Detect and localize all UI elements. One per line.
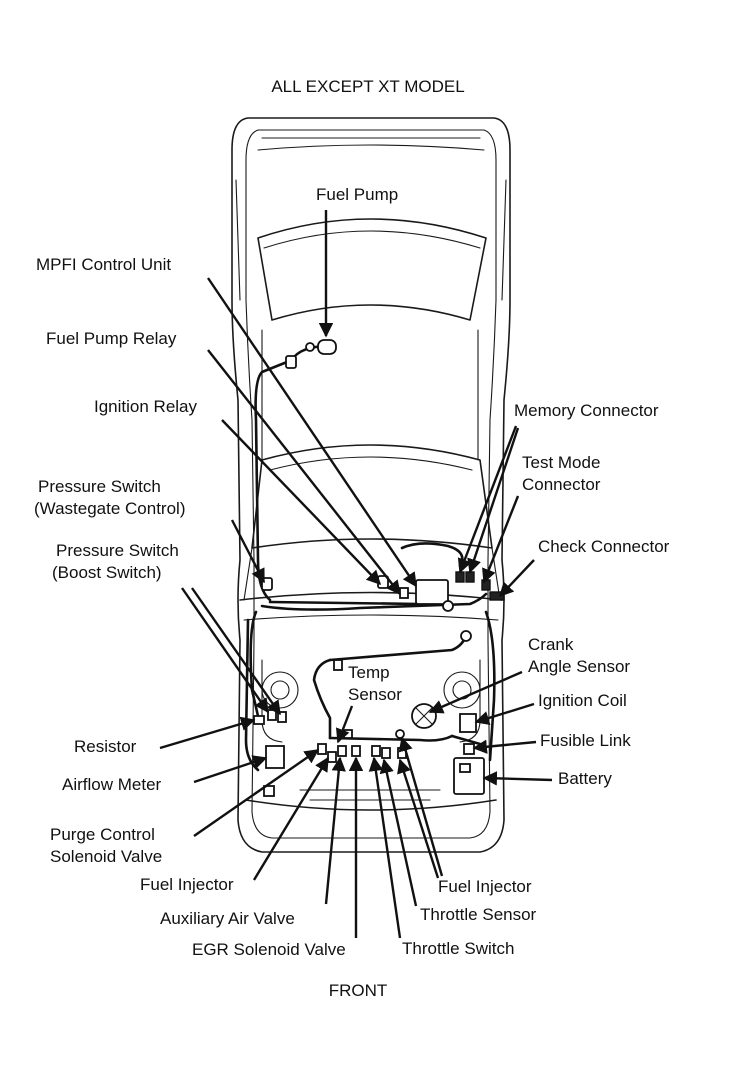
label-temp-sensor: Temp — [348, 663, 390, 682]
label-pressure-switch-wastegate: Pressure Switch — [38, 477, 161, 496]
pressure-switch-boost-part — [267, 709, 277, 721]
label-fuel-pump-relay: Fuel Pump Relay — [46, 329, 177, 348]
throttle-switch-part — [371, 745, 381, 757]
egr-solenoid-valve-part — [351, 745, 361, 757]
leader-lines — [159, 210, 553, 939]
mpfi-control-unit-part — [415, 579, 449, 605]
label-airflow-meter: Airflow Meter — [62, 775, 162, 794]
memory-connector-part — [455, 571, 465, 583]
label-fuel-injector-right: Fuel Injector — [438, 877, 532, 896]
diagram-title: ALL EXCEPT XT MODEL — [271, 77, 464, 96]
label-egr-solenoid-valve: EGR Solenoid Valve — [192, 940, 346, 959]
fuel-injector-left-part — [327, 751, 337, 763]
label-crank-angle-sensor-sub: Angle Sensor — [528, 657, 630, 676]
label-fuel-pump: Fuel Pump — [316, 185, 398, 204]
label-front: FRONT — [329, 981, 388, 1000]
label-purge-control: Purge Control — [50, 825, 155, 844]
pressure-switch-boost-part-2 — [277, 711, 287, 723]
label-pressure-switch-boost-sub: (Boost Switch) — [52, 563, 162, 582]
label-pressure-switch-boost: Pressure Switch — [56, 541, 179, 560]
label-temp-sensor-sub: Sensor — [348, 685, 402, 704]
fuel-pump-part — [317, 339, 337, 355]
fuel-pump-relay-part — [399, 587, 409, 599]
fuel-pump-connector — [305, 342, 315, 352]
purge-control-solenoid-part — [317, 743, 327, 755]
label-ignition-relay: Ignition Relay — [94, 397, 198, 416]
label-check-connector: Check Connector — [538, 537, 670, 556]
label-memory-connector: Memory Connector — [514, 401, 659, 420]
label-purge-control-sub: Solenoid Valve — [50, 847, 162, 866]
label-fusible-link: Fusible Link — [540, 731, 631, 750]
fusible-link-part — [463, 743, 475, 755]
airflow-meter-part — [265, 745, 285, 769]
temp-sensor-part — [333, 659, 343, 671]
resistor-part — [253, 715, 265, 725]
label-auxiliary-air-valve: Auxiliary Air Valve — [160, 909, 295, 928]
throttle-sensor-part — [381, 747, 391, 759]
label-throttle-sensor: Throttle Sensor — [420, 905, 537, 924]
label-fuel-injector-left: Fuel Injector — [140, 875, 234, 894]
label-battery: Battery — [558, 769, 612, 788]
label-test-mode-connector-sub: Connector — [522, 475, 601, 494]
ignition-coil-part — [459, 713, 477, 733]
fuel-line-connector — [285, 355, 297, 369]
label-mpfi-control-unit: MPFI Control Unit — [36, 255, 171, 274]
label-ignition-coil: Ignition Coil — [538, 691, 627, 710]
label-test-mode-connector: Test Mode — [522, 453, 600, 472]
label-crank-angle-sensor: Crank — [528, 635, 574, 654]
memory-connector-part-2 — [465, 571, 475, 583]
components — [253, 339, 505, 797]
label-pressure-switch-wastegate-sub: (Wastegate Control) — [34, 499, 185, 518]
label-throttle-switch: Throttle Switch — [402, 939, 514, 958]
label-resistor: Resistor — [74, 737, 137, 756]
auxiliary-air-valve-part — [337, 745, 347, 757]
labels: ALL EXCEPT XT MODEL Fuel Pump MPFI Contr… — [34, 77, 670, 1000]
